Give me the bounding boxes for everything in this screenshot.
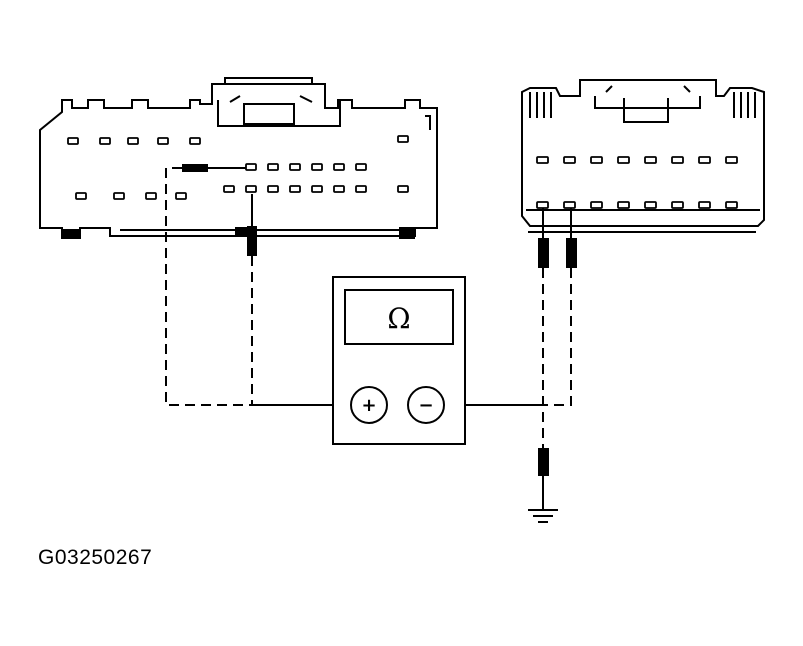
right-connector — [521, 79, 765, 233]
positive-terminal-label: + — [361, 395, 376, 416]
ohm-symbol: Ω — [387, 302, 410, 335]
test-leads — [165, 167, 572, 448]
probe-right-connector-pin-1 — [538, 208, 549, 268]
ohmmeter: Ω + − — [332, 276, 466, 445]
probe-left-connector-lower — [247, 194, 257, 256]
negative-terminal-label: − — [418, 395, 433, 416]
left-connector — [39, 77, 438, 239]
ground-probe — [538, 448, 549, 510]
negative-terminal — [407, 386, 445, 424]
positive-terminal — [350, 386, 388, 424]
meter-display — [344, 289, 454, 345]
probe-left-connector-pin — [182, 164, 246, 172]
right-connector-pins — [536, 156, 738, 209]
ground-icon — [528, 509, 558, 523]
left-connector-pins — [67, 135, 409, 200]
figure-caption: G03250267 — [38, 546, 153, 569]
probe-right-connector-pin-2 — [566, 208, 577, 268]
